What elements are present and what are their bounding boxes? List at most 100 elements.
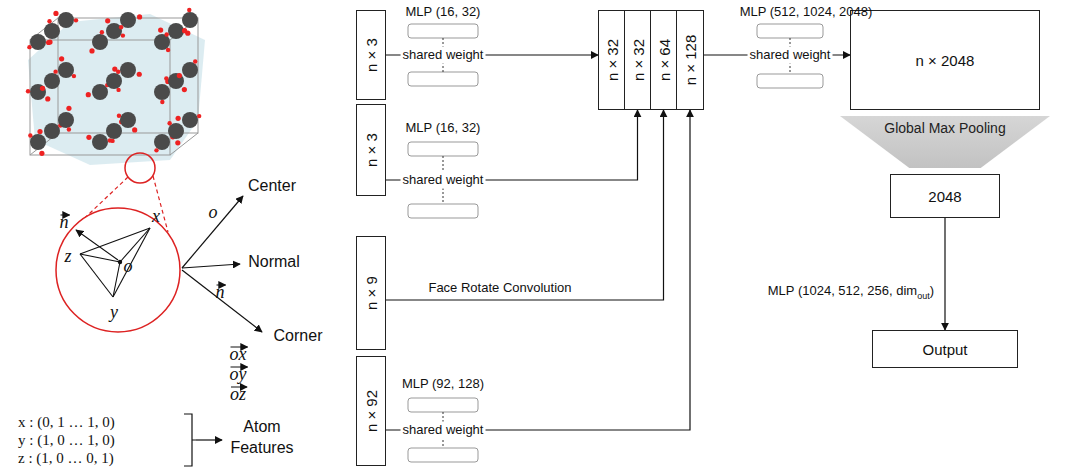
shared-weight-label: shared weight	[401, 422, 486, 439]
atom-dot	[119, 25, 123, 29]
node-text: n × 3	[363, 133, 380, 167]
mlp-block	[408, 24, 478, 38]
tri-edge	[80, 254, 113, 297]
zoom-view	[56, 208, 180, 332]
atom-dot	[105, 18, 110, 23]
text-label: x : (0, 1 … 1, 0)	[18, 413, 115, 433]
mlp-block	[408, 398, 478, 412]
mlp-label-part: out	[917, 291, 930, 301]
input-box: n × 9	[356, 236, 386, 350]
atom-sphere	[92, 34, 108, 50]
atom-dot	[117, 114, 121, 118]
atom-dot	[160, 100, 164, 104]
input-box: n × 92	[356, 356, 386, 466]
atom-dot	[53, 11, 58, 16]
atom-dot	[164, 76, 168, 80]
atom-dot	[46, 40, 51, 45]
text-label: z : (1, 0 … 0, 1)	[18, 449, 114, 468]
atom-dot	[137, 72, 142, 77]
atom-sphere	[154, 84, 170, 100]
arrow	[182, 270, 262, 332]
mlp-label: MLP (1024, 512, 256, dimout)	[768, 283, 934, 301]
pooling-polygon	[840, 116, 1050, 168]
feature-column: n × 32	[598, 10, 625, 110]
connector	[944, 218, 945, 330]
atom-dot	[59, 56, 64, 61]
center-dot	[118, 260, 122, 264]
atom-dot	[39, 151, 44, 156]
atom-sphere	[154, 134, 170, 150]
connector	[386, 110, 638, 180]
atom-sphere	[182, 62, 198, 78]
atom-sphere	[106, 23, 122, 39]
arrow	[182, 264, 240, 268]
node-text: n × 2048	[916, 52, 975, 69]
atoms	[26, 8, 202, 156]
vector-label: ox	[230, 342, 247, 366]
connector	[386, 110, 690, 430]
atom-dot	[175, 140, 180, 145]
tri-edge	[80, 254, 120, 262]
face-triangle	[80, 228, 150, 297]
node-text: n × 9	[363, 276, 380, 310]
atom-dot	[167, 121, 171, 125]
atom-sphere	[30, 34, 46, 50]
atom-dot	[53, 69, 57, 73]
mlp-block	[408, 204, 478, 218]
atom-dot	[182, 28, 187, 33]
atom-dot	[177, 73, 182, 78]
feature-column: n × 64	[650, 10, 677, 110]
atom-sphere	[30, 134, 46, 150]
node-text: Global Max Pooling	[884, 120, 1005, 136]
pooling-arrow: Global Max Pooling	[840, 116, 1050, 168]
shared-weight-label: shared weight	[401, 172, 486, 189]
atom-sphere	[168, 23, 184, 39]
node-text: n × 128	[682, 35, 699, 85]
split-arrows	[182, 196, 262, 440]
atom-dot	[197, 114, 201, 118]
text-label: MLP (16, 32)	[406, 120, 481, 137]
cell-back	[58, 18, 198, 133]
atom-dot	[164, 32, 168, 36]
tri-edge	[113, 228, 150, 297]
atom-dot	[67, 127, 71, 131]
atom-sphere	[182, 12, 198, 28]
atom-sphere	[58, 12, 74, 28]
atom-dot	[66, 106, 71, 111]
node-text: n × 32	[629, 39, 646, 81]
atom-dot	[40, 86, 45, 91]
atom-dot	[137, 14, 142, 19]
atom-dot	[116, 88, 120, 92]
text-label: Atom Features	[227, 417, 297, 459]
atom-sphere	[44, 123, 60, 139]
zoom-circle	[125, 153, 155, 183]
atom-sphere	[44, 73, 60, 89]
text-label: Corner	[274, 326, 323, 347]
shared-weight-label: shared weight	[401, 47, 486, 64]
node-text: Output	[922, 341, 967, 358]
input-box: n × 3	[356, 10, 386, 100]
atom-dot	[86, 92, 91, 97]
atom-sphere	[44, 23, 60, 39]
tri-edge	[113, 262, 120, 297]
atom-dot	[37, 129, 42, 134]
mlp-block	[408, 142, 478, 156]
atom-dot	[100, 30, 104, 34]
atom-dot	[158, 27, 163, 32]
vector-label: o	[209, 200, 218, 224]
text-label: MLP (16, 32)	[406, 4, 481, 21]
node-text: n × 3	[363, 38, 380, 72]
atom-dot	[27, 45, 31, 49]
atom-sphere	[92, 134, 108, 150]
input-box: n × 3	[356, 104, 386, 196]
atom-dot	[154, 148, 158, 152]
text-label: Center	[248, 176, 296, 197]
feature-column: n × 128	[676, 10, 704, 110]
atom-dot	[26, 89, 30, 93]
atom-dot	[28, 133, 32, 137]
vector-label: n	[216, 280, 225, 304]
node-text: 2048	[928, 188, 961, 205]
atom-sphere	[58, 62, 74, 78]
atom-sphere	[182, 112, 198, 128]
